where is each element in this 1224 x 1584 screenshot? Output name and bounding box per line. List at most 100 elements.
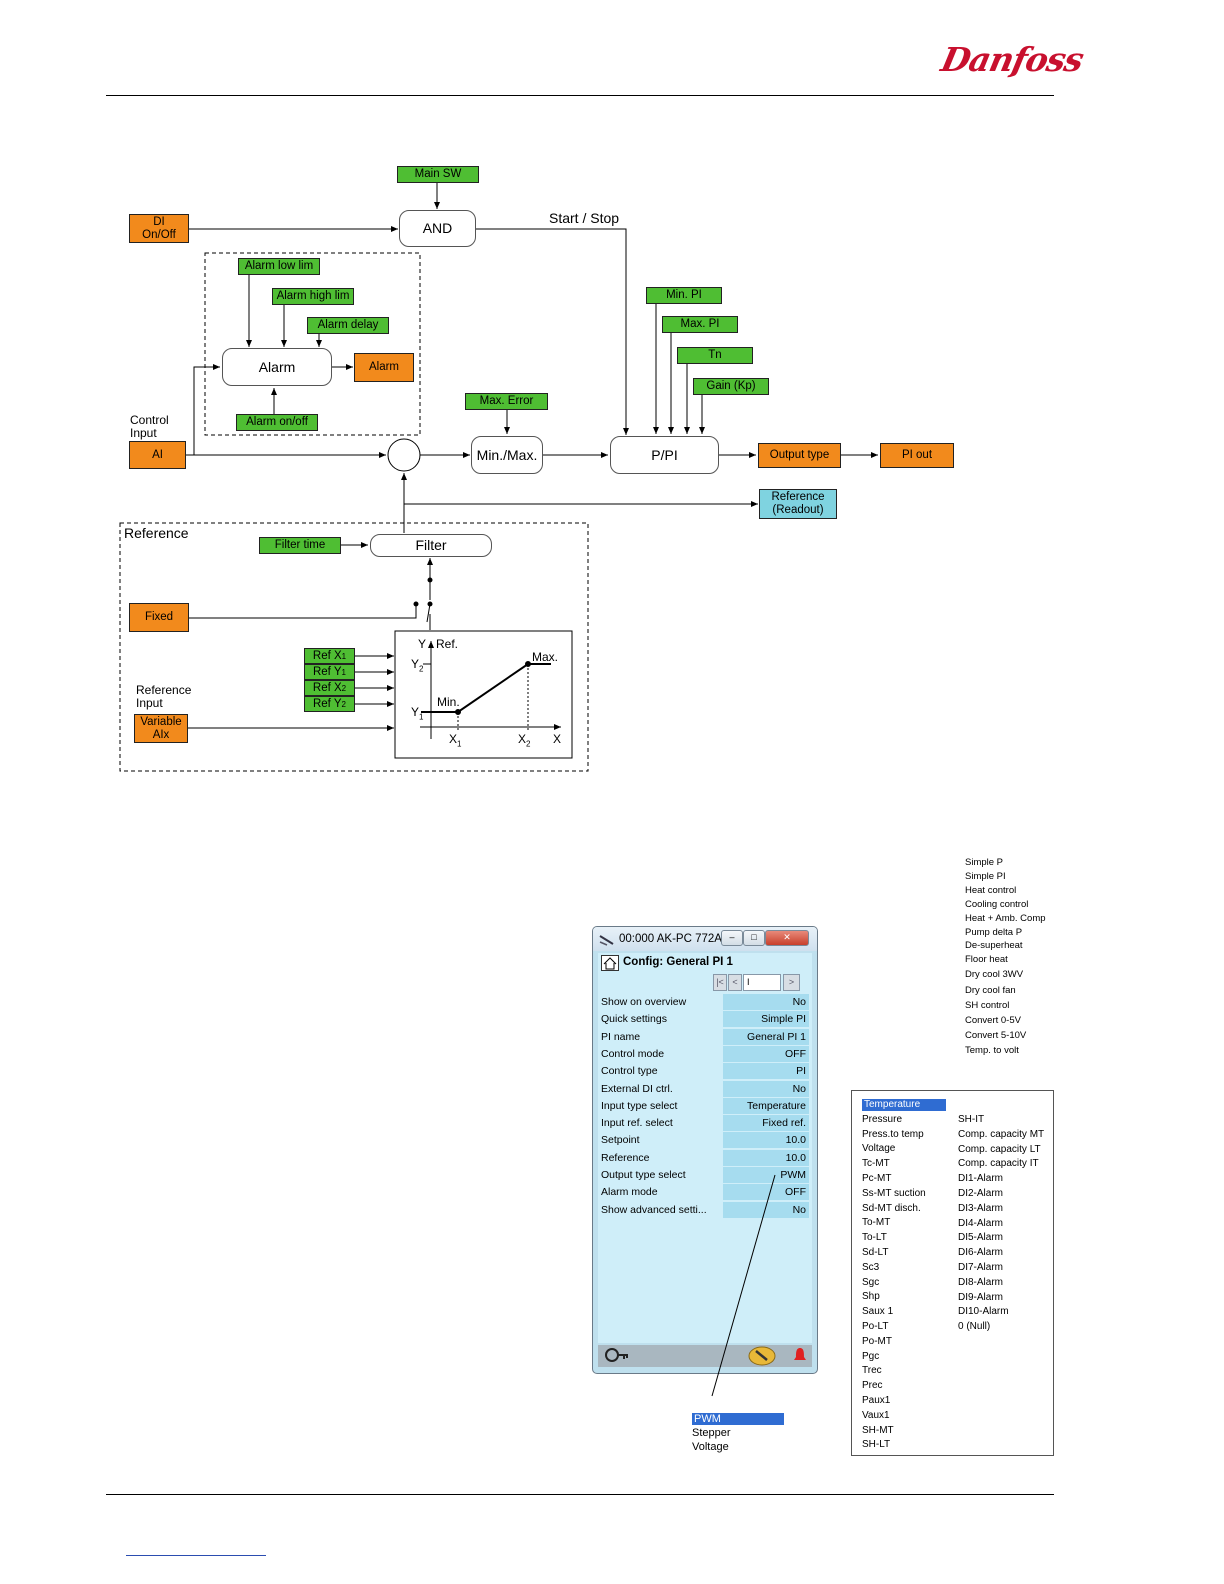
input-type-option[interactable]: Trec: [862, 1365, 882, 1377]
input-type-option[interactable]: Paux1: [862, 1395, 891, 1406]
minimize-button[interactable]: –: [721, 930, 743, 946]
input-type-option[interactable]: SH-LT: [862, 1439, 891, 1451]
alarm-bell-icon[interactable]: [793, 1347, 807, 1363]
input-type-option[interactable]: DI2-Alarm: [958, 1188, 1004, 1199]
input-type-option[interactable]: Voltage: [862, 1143, 896, 1155]
input-type-option[interactable]: DI6-Alarm: [958, 1247, 1004, 1259]
output-type-option[interactable]: Voltage: [692, 1441, 729, 1453]
config-row-value[interactable]: OFF: [723, 1184, 809, 1201]
input-type-option[interactable]: DI9-Alarm: [958, 1291, 1004, 1303]
input-type-option[interactable]: Ss-MT suction: [862, 1187, 926, 1199]
input-type-option[interactable]: Sd-MT disch.: [862, 1202, 921, 1214]
alarm-high-lim-block: Alarm high lim: [272, 288, 354, 305]
input-type-option[interactable]: Po-MT: [862, 1335, 892, 1347]
config-panel: Config: General PI 1 |< < I > Show on ov…: [598, 953, 812, 1343]
config-row-value[interactable]: Temperature: [723, 1097, 809, 1114]
input-type-option[interactable]: DI10-Alarm: [958, 1306, 1009, 1318]
input-type-option[interactable]: Pgc: [862, 1350, 880, 1362]
output-type-option[interactable]: Stepper: [692, 1427, 731, 1439]
p-pi-block: P/PI: [610, 436, 719, 474]
input-type-option[interactable]: Po-LT: [862, 1321, 889, 1332]
quick-setting-option[interactable]: Cooling control: [965, 899, 1029, 910]
input-type-option[interactable]: Comp. capacity IT: [958, 1158, 1039, 1170]
quick-setting-option[interactable]: Temp. to volt: [965, 1045, 1019, 1056]
output-type-option[interactable]: PWM: [692, 1413, 784, 1425]
input-type-option[interactable]: DI8-Alarm: [958, 1276, 1004, 1288]
input-type-option[interactable]: Sc3: [862, 1261, 880, 1273]
config-row-value[interactable]: PI: [723, 1063, 809, 1080]
alarm-output-block: Alarm: [354, 353, 414, 382]
config-row-value[interactable]: No: [723, 994, 809, 1010]
nav-next-button[interactable]: >: [783, 974, 800, 991]
input-type-option[interactable]: DI3-Alarm: [958, 1202, 1004, 1214]
config-row-label: Input type select: [601, 1099, 678, 1112]
input-type-option[interactable]: Vaux1: [862, 1409, 890, 1421]
input-type-option[interactable]: To-MT: [862, 1217, 891, 1229]
config-row-value[interactable]: No: [723, 1201, 809, 1218]
config-row-value[interactable]: OFF: [723, 1045, 809, 1062]
config-row-value[interactable]: General PI 1: [723, 1028, 809, 1045]
input-type-option[interactable]: Pressure: [862, 1113, 903, 1125]
config-row-value[interactable]: Fixed ref.: [723, 1115, 809, 1132]
config-row-value[interactable]: PWM: [723, 1167, 809, 1183]
alarm-low-lim-block: Alarm low lim: [238, 258, 320, 275]
input-type-option[interactable]: To-LT: [862, 1232, 887, 1244]
config-row-label: Input ref. select: [601, 1117, 673, 1130]
input-type-option[interactable]: Press.to temp: [862, 1128, 924, 1140]
di-onoff-block: DI On/Off: [129, 214, 189, 243]
input-type-option[interactable]: Saux 1: [862, 1306, 894, 1318]
quick-setting-option[interactable]: Convert 5-10V: [965, 1030, 1027, 1041]
input-type-option[interactable]: DI1-Alarm: [958, 1173, 1004, 1185]
quick-setting-option[interactable]: De-superheat: [965, 940, 1023, 951]
quick-setting-option[interactable]: Dry cool 3WV: [965, 969, 1024, 980]
input-type-option[interactable]: SH-IT: [958, 1114, 985, 1125]
quick-setting-option[interactable]: Convert 0-5V: [965, 1015, 1021, 1026]
quick-setting-option[interactable]: Heat control: [965, 885, 1017, 896]
nav-page-field[interactable]: I: [743, 974, 781, 991]
config-row-value[interactable]: 10.0: [723, 1132, 809, 1149]
tn-block: Tn: [677, 347, 753, 364]
config-row-value[interactable]: No: [723, 1080, 809, 1097]
input-type-option[interactable]: Sgc: [862, 1276, 880, 1288]
footer-link-underline[interactable]: [126, 1555, 266, 1556]
quick-setting-option[interactable]: Floor heat: [965, 954, 1008, 965]
output-callout-line: [711, 1174, 776, 1397]
quick-setting-option[interactable]: Simple P: [965, 857, 1004, 868]
quick-setting-option[interactable]: Dry cool fan: [965, 985, 1016, 996]
input-type-option[interactable]: Comp. capacity MT: [958, 1128, 1045, 1140]
onoff-label: On/Off: [142, 228, 176, 241]
nav-first-button[interactable]: |<: [713, 974, 727, 991]
wrench-icon[interactable]: [748, 1346, 776, 1366]
home-icon[interactable]: [601, 955, 619, 971]
nav-prev-button[interactable]: <: [728, 974, 742, 991]
config-row-value[interactable]: 10.0: [723, 1149, 809, 1166]
quick-setting-option[interactable]: Pump delta P: [965, 927, 1023, 938]
close-button[interactable]: ✕: [765, 930, 809, 946]
input-type-option[interactable]: Prec: [862, 1380, 883, 1392]
quick-setting-option[interactable]: Heat + Amb. Comp: [965, 913, 1046, 924]
input-type-option[interactable]: Temperature: [862, 1099, 946, 1111]
input-type-option[interactable]: Tc-MT: [862, 1158, 890, 1170]
input-type-option[interactable]: SH-MT: [862, 1424, 894, 1436]
input-type-option[interactable]: 0 (Null): [958, 1321, 991, 1333]
graph-y-label: Y: [418, 637, 427, 651]
quick-setting-option[interactable]: SH control: [965, 1000, 1010, 1011]
key-icon[interactable]: [604, 1347, 630, 1363]
input-type-option[interactable]: Shp: [862, 1291, 880, 1303]
config-row-value[interactable]: Simple PI: [723, 1011, 809, 1028]
config-row: Control mode OFF: [601, 1045, 809, 1062]
quick-setting-option[interactable]: Simple PI: [965, 871, 1006, 882]
input-type-option[interactable]: DI7-Alarm: [958, 1262, 1004, 1273]
config-row-label: Control mode: [601, 1047, 665, 1060]
window-title: 00:000 AK-PC 772A: [619, 933, 722, 945]
input-type-option[interactable]: Comp. capacity LT: [958, 1143, 1041, 1155]
input-type-option[interactable]: DI5-Alarm: [958, 1232, 1004, 1244]
input-type-option[interactable]: DI4-Alarm: [958, 1217, 1004, 1229]
input-type-option[interactable]: Sd-LT: [862, 1247, 889, 1258]
input-type-option[interactable]: Pc-MT: [862, 1173, 892, 1184]
maximize-button[interactable]: □: [743, 930, 765, 946]
